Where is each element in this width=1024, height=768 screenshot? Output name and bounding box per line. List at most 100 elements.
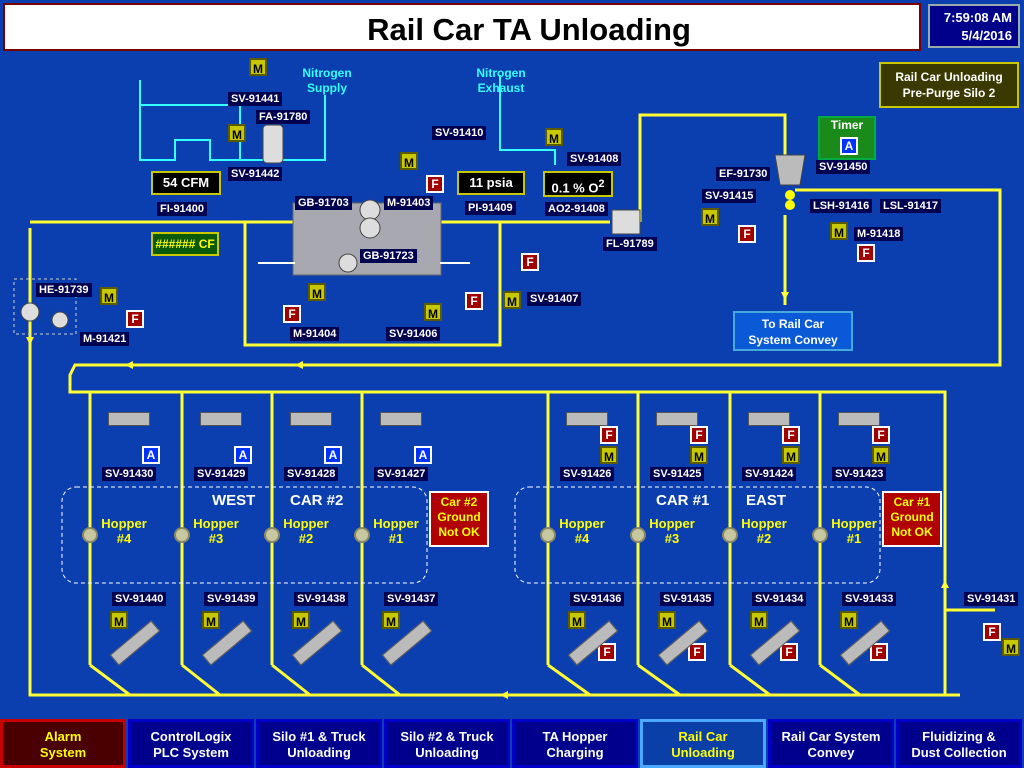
top-valve-actuator[interactable] bbox=[380, 412, 422, 426]
top-valve-manual-button[interactable]: M bbox=[872, 446, 890, 464]
m91403-manual-button[interactable]: M bbox=[400, 152, 418, 170]
flow-display: 54 CFM bbox=[151, 171, 221, 195]
hopper-label: Hopper#1 bbox=[828, 516, 880, 546]
m91403-fault-button[interactable]: F bbox=[426, 175, 444, 193]
hopper-label: Hopper#3 bbox=[190, 516, 242, 546]
mode-status-box: Rail Car Unloading Pre-Purge Silo 2 bbox=[879, 62, 1019, 108]
sv91415-tag: SV-91415 bbox=[702, 189, 757, 203]
convey-button[interactable]: To Rail Car System Convey bbox=[733, 311, 853, 351]
bottom-valve-manual-button[interactable]: M bbox=[840, 611, 858, 629]
bottom-valve-fault-button[interactable]: F bbox=[870, 643, 888, 661]
car1-alarm-line1: Car #1 bbox=[893, 495, 931, 509]
nav-button-7[interactable]: Fluidizing &Dust Collection bbox=[896, 719, 1022, 768]
hopper-name: Hopper bbox=[101, 516, 147, 531]
hopper-valve-icon[interactable] bbox=[82, 527, 98, 543]
hopper-name: Hopper bbox=[559, 516, 605, 531]
bottom-valve-manual-button[interactable]: M bbox=[382, 611, 400, 629]
sv91408-manual-button[interactable]: M bbox=[545, 128, 563, 146]
m91418-fault-button[interactable]: F bbox=[857, 244, 875, 262]
hopper-valve-icon[interactable] bbox=[722, 527, 738, 543]
bottom-valve-tag: SV-91434 bbox=[752, 592, 807, 606]
bottom-valve-tag: SV-91438 bbox=[294, 592, 349, 606]
sv91406-fault-button[interactable]: F bbox=[465, 292, 483, 310]
he91739-manual-button[interactable]: M bbox=[100, 287, 118, 305]
bottom-valve-fault-button[interactable]: F bbox=[780, 643, 798, 661]
m91421-fault-button[interactable]: F bbox=[126, 310, 144, 328]
hopper-valve-icon[interactable] bbox=[174, 527, 190, 543]
top-valve-actuator[interactable] bbox=[838, 412, 880, 426]
timer-label: Timer bbox=[830, 118, 864, 132]
top-valve-mode-button[interactable]: A bbox=[414, 446, 432, 464]
hopper-number: #2 bbox=[756, 531, 772, 546]
car1-alarm-line2: Ground bbox=[890, 510, 934, 524]
top-valve-manual-button[interactable]: M bbox=[600, 446, 618, 464]
top-valve-manual-button[interactable]: M bbox=[782, 446, 800, 464]
sv91431-manual-button[interactable]: M bbox=[1002, 638, 1020, 656]
m91418-manual-button[interactable]: M bbox=[830, 222, 848, 240]
sv91441-manual-button[interactable]: M bbox=[249, 58, 267, 76]
sv91415-manual-button[interactable]: M bbox=[701, 208, 719, 226]
hopper-valve-icon[interactable] bbox=[354, 527, 370, 543]
top-valve-mode-button[interactable]: F bbox=[872, 426, 890, 444]
sv91406-manual-button[interactable]: M bbox=[424, 303, 442, 321]
bottom-valve-manual-button[interactable]: M bbox=[750, 611, 768, 629]
sv91415-fault-button[interactable]: F bbox=[738, 225, 756, 243]
sv91431-tag: SV-91431 bbox=[964, 592, 1019, 606]
bottom-valve-manual-button[interactable]: M bbox=[568, 611, 586, 629]
top-valve-manual-button[interactable]: M bbox=[690, 446, 708, 464]
bottom-valve-fault-button[interactable]: F bbox=[688, 643, 706, 661]
nav-button-label: Rail Car System bbox=[781, 729, 881, 744]
bottom-valve-tag: SV-91433 bbox=[842, 592, 897, 606]
top-valve-actuator[interactable] bbox=[200, 412, 242, 426]
car2-alarm-line1: Car #2 bbox=[440, 495, 478, 509]
top-valve-actuator[interactable] bbox=[656, 412, 698, 426]
lsl91417-tag: LSL-91417 bbox=[880, 199, 942, 213]
top-valve-actuator[interactable] bbox=[748, 412, 790, 426]
top-valve-mode-button[interactable]: A bbox=[142, 446, 160, 464]
sv91407-fault-button[interactable]: F bbox=[521, 253, 539, 271]
sv91406-tag: SV-91406 bbox=[386, 327, 441, 341]
hopper-valve-icon[interactable] bbox=[540, 527, 556, 543]
return-line bbox=[28, 228, 960, 697]
top-valve-mode-button[interactable]: A bbox=[324, 446, 342, 464]
nav-button-label: System bbox=[39, 745, 87, 760]
gb91723-tag: GB-91723 bbox=[360, 249, 417, 263]
hopper-valve-icon[interactable] bbox=[812, 527, 828, 543]
sv91431-fault-button[interactable]: F bbox=[983, 623, 1001, 641]
hopper-valve-icon[interactable] bbox=[630, 527, 646, 543]
bottom-valve-manual-button[interactable]: M bbox=[292, 611, 310, 629]
page-title: Rail Car TA Unloading bbox=[367, 12, 691, 47]
hopper-name: Hopper bbox=[373, 516, 419, 531]
top-valve-actuator[interactable] bbox=[290, 412, 332, 426]
top-valve-mode-button[interactable]: F bbox=[782, 426, 800, 444]
bottom-valve-manual-button[interactable]: M bbox=[110, 611, 128, 629]
car1-alarm-line3: Not OK bbox=[891, 525, 933, 539]
top-valve-actuator[interactable] bbox=[108, 412, 150, 426]
timer-mode-button[interactable]: A bbox=[840, 137, 858, 155]
m91404-fault-button[interactable]: F bbox=[283, 305, 301, 323]
bottom-valve-fault-button[interactable]: F bbox=[598, 643, 616, 661]
top-valve-mode-button[interactable]: F bbox=[600, 426, 618, 444]
bottom-valve-manual-button[interactable]: M bbox=[658, 611, 676, 629]
hopper-name: Hopper bbox=[193, 516, 239, 531]
flow-total-display[interactable]: ###### CF bbox=[151, 232, 219, 256]
bottom-valve-manual-button[interactable]: M bbox=[202, 611, 220, 629]
top-valve-mode-button[interactable]: A bbox=[234, 446, 252, 464]
top-valve-actuator[interactable] bbox=[566, 412, 608, 426]
hopper-valve-icon[interactable] bbox=[264, 527, 280, 543]
sv91442-manual-button[interactable]: M bbox=[228, 124, 246, 142]
sv91407-manual-button[interactable]: M bbox=[503, 291, 521, 309]
m91418-tag: M-91418 bbox=[854, 227, 904, 241]
o2-display: 0.1 % O2 bbox=[543, 171, 613, 197]
m91404-manual-button[interactable]: M bbox=[308, 283, 326, 301]
nav-button-label: Convey bbox=[807, 745, 855, 760]
sv91407-tag: SV-91407 bbox=[527, 292, 582, 306]
top-valve-mode-button[interactable]: F bbox=[690, 426, 708, 444]
